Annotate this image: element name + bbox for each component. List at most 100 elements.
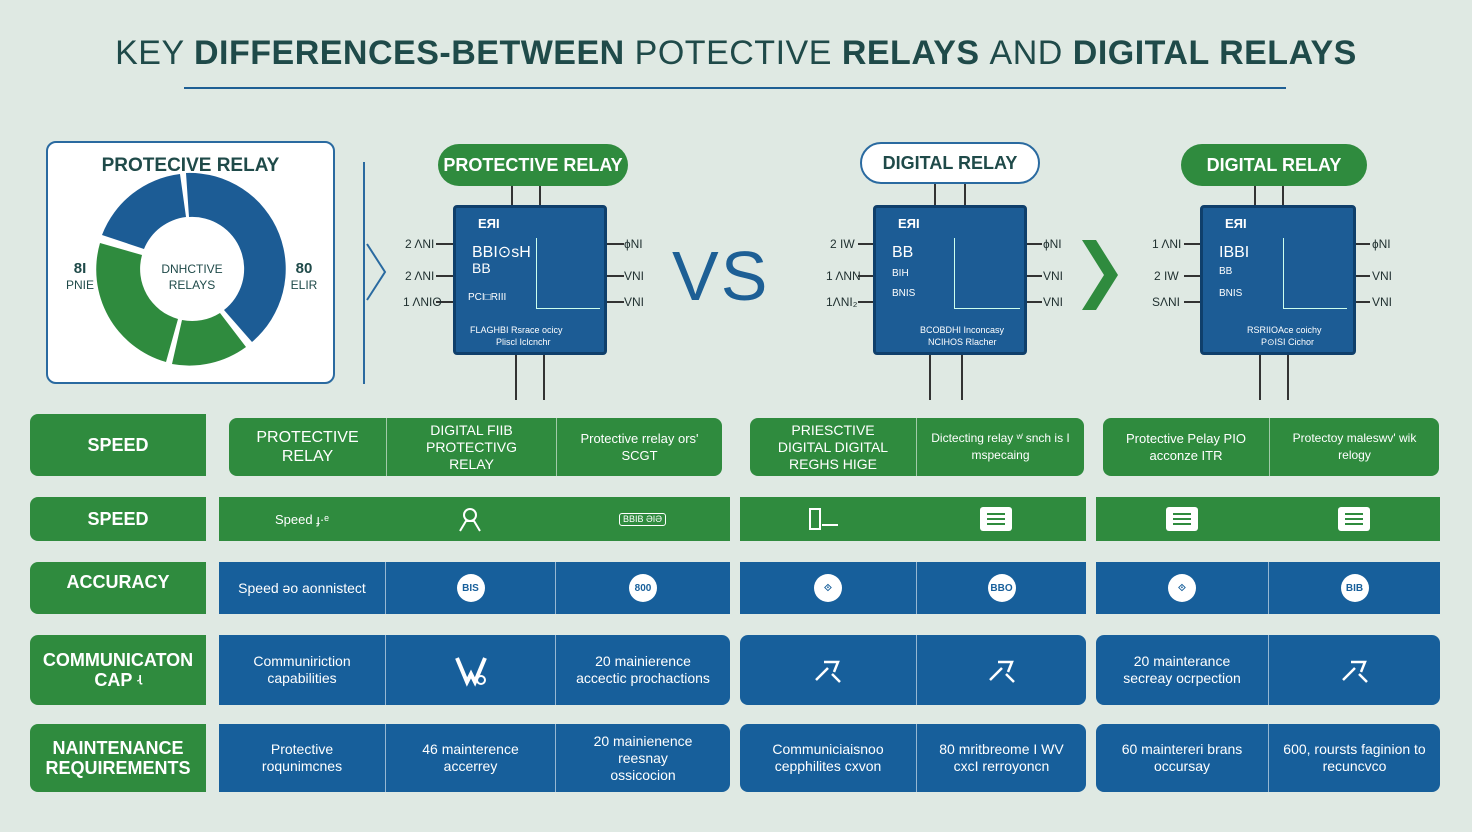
row2-group — [740, 497, 1086, 541]
donut-left-number: 8I — [73, 260, 87, 277]
title-part-protective: PΟTECTIVE — [634, 34, 842, 72]
pin-label: VNI — [1372, 295, 1393, 309]
donut-title: PROTECIVE RELAY — [101, 155, 280, 176]
row5-cell: 20 mainienence reesnay ossicocion — [555, 724, 730, 792]
digital-relay-device: ЕЯI BB BIH BNIS BCOBDHI Inconcasy NCIHOS… — [873, 205, 1027, 355]
row5-cell: 60 maintereri brans occursay — [1096, 724, 1268, 792]
pin-label: 2 ΛNI — [405, 237, 435, 251]
row1-cell: DIGITAL FIIB PROTECTIVG RELAY — [386, 418, 556, 476]
gauge-icon: 800 — [629, 574, 657, 602]
relay-sub: PCI□RIII — [468, 292, 507, 303]
row-header-speed: SPEED — [30, 414, 206, 476]
gauge-icon: ⟐ — [814, 574, 842, 602]
pin-label: 1 ΛNIO — [403, 295, 442, 309]
pin-label: ɸNI — [624, 237, 643, 251]
row2-label: Speed ɟ·ᵉ — [275, 511, 329, 527]
pin-label: ɸNI — [1372, 237, 1391, 251]
pin-label: 2 ΛNI — [405, 269, 435, 283]
relay-divider — [954, 308, 1020, 309]
donut-center-line1: DNHCTIVE — [161, 262, 223, 276]
pin-label: ɸNI — [1043, 237, 1062, 251]
row2-group — [1096, 497, 1440, 541]
row1-cell: Dictecting relay ʷ͑ snch is I mspecaing — [916, 418, 1084, 476]
panel-icon: BBIB ƏIƏ — [618, 512, 667, 526]
title-part-relays: RELAYS — [841, 34, 990, 72]
gauge-icon: BIB — [1340, 574, 1369, 602]
pill-digital-relay: DIGITAL RELAY — [860, 142, 1040, 184]
wrench-icon — [1341, 660, 1368, 683]
donut-left-sub: PNIE — [65, 278, 94, 292]
donut-center-label: DNHCTIVE RELAYS — [148, 261, 236, 293]
pin-label: 1 ΛNN — [826, 269, 861, 283]
donut-segment-blue-top — [102, 174, 186, 249]
donut-right-label: 80 ELIR — [284, 261, 324, 293]
donut-right-sub: ELIR — [290, 278, 318, 292]
relay-bottom-text-2: P⊙ISI Cichor — [1261, 337, 1315, 347]
title-underline — [184, 87, 1286, 89]
document-icon — [980, 507, 1012, 531]
row1-cell: PROTECTIVE RELAY — [229, 418, 386, 476]
row4-text: 20 mainierence accectic prochactions — [555, 635, 730, 705]
row-header-accuracy: ACCURACY — [30, 562, 206, 614]
relay-display: BBI⊙sH — [472, 244, 531, 261]
relay-display-2: BIH — [892, 268, 909, 279]
row3-icon-cell: 800 — [555, 562, 730, 614]
row2-icon-cell: BBIB ƏIƏ — [555, 497, 730, 541]
relay-bottom-text-2: Pliscl Iclcnchr — [496, 337, 551, 347]
pin-label: VNI — [624, 269, 645, 283]
row3-icon-cell: ⟐ — [740, 562, 916, 614]
relay-display-2: BB — [472, 260, 491, 276]
row1-cell: Protective rrelay ors' SCGT — [556, 418, 722, 476]
gear-hand-icon — [459, 508, 481, 532]
document-icon — [1166, 507, 1198, 531]
pin-label: 1 ΛNI — [1152, 237, 1182, 251]
donut-segment-green-bottom — [172, 313, 246, 366]
relay-sub: BNIS — [892, 288, 916, 299]
row-header-communication: COMMUNICATON CAP ʵ — [30, 635, 206, 705]
relay-display-2: BB — [1219, 266, 1233, 277]
row2-icon-cell — [906, 497, 1086, 541]
pin-label: VNI — [1043, 295, 1064, 309]
relay-bottom-text: RSRIIOAce coichy — [1247, 325, 1322, 335]
row1-cell: Protective Pelay PIO acconze ITR — [1103, 418, 1269, 476]
digital-relay-device-2: ЕЯI IBBI BB BNIS RSRIIOAce coichy P⊙ISI … — [1200, 205, 1356, 355]
relay-bottom-text-2: NCIHOS Rlacher — [928, 337, 997, 347]
row2-icon-cell — [385, 497, 555, 541]
relay-divider — [1283, 238, 1284, 308]
donut-segment-blue — [186, 172, 286, 343]
relay-sub: BNIS — [1219, 288, 1243, 299]
row5-cell: Communiciaisnoo cepphilites cxvon — [740, 724, 916, 792]
row3-icon-cell: ⟐ — [1096, 562, 1268, 614]
donut-center-line2: RELAYS — [168, 278, 216, 292]
protective-relay-device: ЕЯI BBI⊙sH BB PCI□RIII FLAGHBI Rsrace oc… — [453, 205, 607, 355]
row3-icon-cell: BIB — [1268, 562, 1440, 614]
row-header-speed-2: SPEED — [30, 497, 206, 541]
relay-bottom-text: BCOBDHI Inconcasy — [920, 325, 1005, 335]
donut-segment-green-left — [96, 243, 178, 362]
row4-icon-cell — [740, 635, 916, 705]
pin-label: 2 IW — [1154, 269, 1179, 283]
row5-cell: 46 mainterence accerrey — [385, 724, 555, 792]
relay-bottom-text: FLAGHBI Rsrace ocicy — [470, 325, 563, 335]
donut-left-label: 8I PNIE — [60, 261, 100, 293]
relay-divider — [954, 238, 955, 308]
wrench-icon — [815, 660, 841, 683]
row-header-maintenance: NAINTENANCE REQUIREMENTS — [30, 724, 206, 792]
row3-icon-cell: BIS — [385, 562, 555, 614]
donut-chart — [96, 172, 286, 366]
relay-logo: ЕЯI — [1225, 216, 1247, 231]
row2-icon-cell — [1096, 497, 1268, 541]
row3-label: Speed ǝo aonnistect — [219, 562, 385, 614]
pin-label: 2 IW — [830, 237, 855, 251]
relay-divider — [1283, 308, 1347, 309]
title-part-digital-relays: DIGITAL RELAYS — [1072, 34, 1357, 72]
title-part-and: AND — [989, 34, 1073, 72]
relay-display: IBBI — [1219, 244, 1250, 261]
row1-cell: PRIESCTIVE DIGITAL DIGITAL REGHS HIGE — [750, 418, 916, 476]
gauge-icon: BIS — [456, 574, 485, 602]
chevron-right-icon — [1082, 240, 1118, 310]
pin-label: VNI — [1372, 269, 1393, 283]
chevron-right-icon — [366, 243, 387, 301]
row2-icon-cell — [740, 497, 906, 541]
